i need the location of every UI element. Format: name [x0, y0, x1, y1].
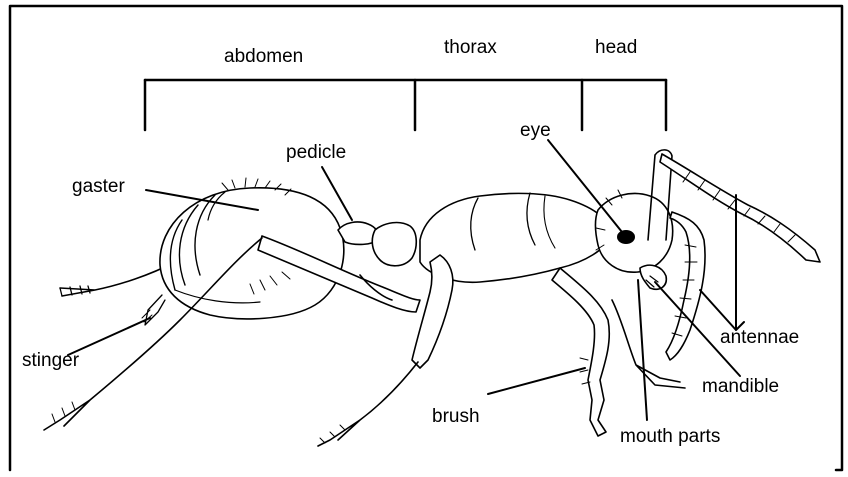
gaster-shape: [160, 188, 344, 319]
section-bracket: [145, 80, 666, 130]
label-eye: eye: [520, 120, 551, 141]
brush-leader: [488, 368, 585, 394]
antennae-leader: [700, 195, 744, 330]
label-antennae: antennae: [720, 327, 799, 348]
label-mandible: mandible: [702, 376, 779, 397]
label-stinger: stinger: [22, 350, 80, 371]
label-brush: brush: [432, 406, 480, 427]
section-labels: abdomen thorax head: [224, 37, 637, 67]
mid-leg: [412, 255, 453, 368]
label-pedicle: pedicle: [286, 142, 346, 163]
hind-leg-far: [60, 262, 175, 296]
mouth-parts-leader: [638, 280, 647, 420]
antenna-near-flagellum: [660, 154, 820, 262]
label-abdomen: abdomen: [224, 46, 303, 67]
mid-leg-lower: [318, 362, 418, 446]
label-gaster: gaster: [72, 176, 125, 197]
head-shape: [595, 194, 672, 273]
ant-illustration: [44, 150, 820, 446]
stinger-tip: [145, 295, 165, 325]
front-leg: [552, 268, 609, 436]
stinger-leader: [68, 318, 150, 355]
label-head: head: [595, 37, 637, 58]
label-thorax: thorax: [444, 37, 497, 58]
pedicle-node: [372, 223, 416, 266]
label-mouth-parts: mouth parts: [620, 426, 720, 447]
